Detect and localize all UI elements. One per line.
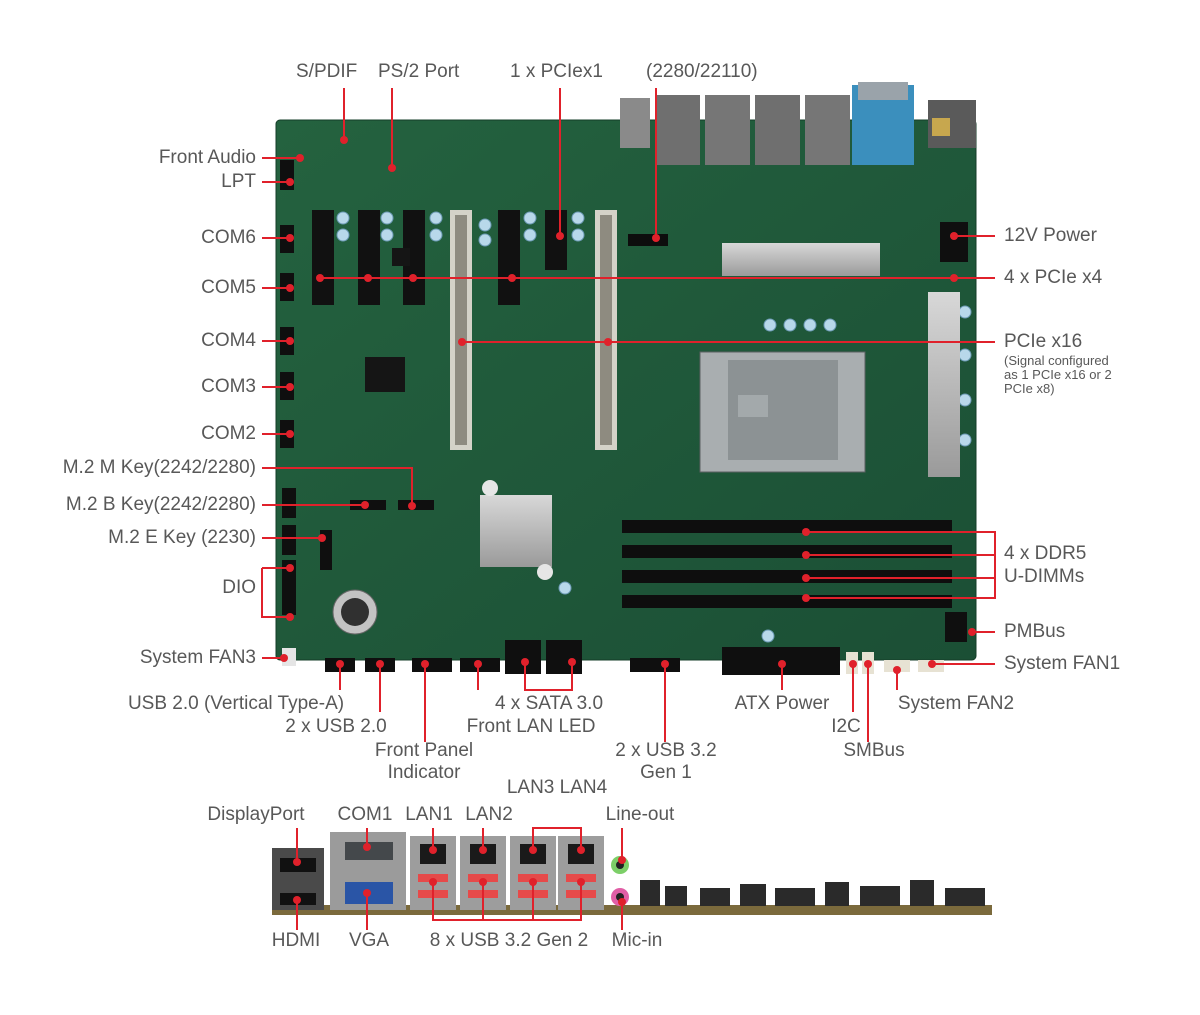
- label-spdif: S/PDIF: [296, 61, 358, 82]
- label-indicator: Indicator: [387, 762, 461, 783]
- note-pcie-x16-line1: (Signal configured: [1004, 353, 1109, 368]
- label-pciex1: 1 x PCIex1: [510, 61, 603, 82]
- label-front-panel: Front Panel: [374, 740, 474, 761]
- label-gen1: Gen 1: [640, 762, 692, 783]
- rear-io-top: [620, 82, 976, 165]
- pch-heatsink: [480, 495, 552, 567]
- label-smbus: SMBus: [843, 740, 905, 761]
- label-m2-m-key: M.2 M Key(2242/2280): [62, 457, 256, 478]
- label-ps2-port: PS/2 Port: [378, 61, 460, 82]
- pcie-x4-slots: [312, 210, 520, 305]
- pcie-x16-slots: [450, 210, 617, 450]
- label-pmbus: PMBus: [1004, 621, 1066, 642]
- label-pcie-x4: 4 x PCIe x4: [1004, 267, 1103, 288]
- callout-lines: [261, 88, 996, 930]
- label-dio: DIO: [222, 577, 256, 598]
- label-com3: COM3: [201, 376, 256, 397]
- callout-dots: [280, 136, 976, 906]
- label-usb20-vertical: USB 2.0 (Vertical Type-A): [127, 693, 345, 714]
- label-system-fan3: System FAN3: [139, 647, 256, 668]
- pcie-x1-slot: [545, 210, 567, 270]
- label-com6: COM6: [201, 227, 256, 248]
- label-displayport: DisplayPort: [207, 804, 305, 825]
- label-vga: VGA: [348, 930, 390, 951]
- note-pcie-x16-line2: as 1 PCIe x16 or 2: [1004, 367, 1112, 382]
- label-i2c: I2C: [831, 716, 861, 737]
- label-lan3-lan4: LAN3 LAN4: [506, 777, 608, 798]
- rear-io-side: [272, 832, 992, 915]
- m2-m-key-slot: [398, 500, 434, 510]
- vrm-heatsink: [928, 292, 960, 477]
- label-m2-size: (2280/22110): [646, 61, 758, 82]
- label-sata: 4 x SATA 3.0: [494, 693, 604, 714]
- label-mic-in: Mic-in: [611, 930, 663, 951]
- label-m2-e-key: M.2 E Key (2230): [108, 527, 256, 548]
- label-com5: COM5: [201, 277, 256, 298]
- label-system-fan1: System FAN1: [1004, 653, 1121, 674]
- cpu-socket: [699, 351, 866, 473]
- label-com1: COM1: [337, 804, 393, 825]
- label-line-out: Line-out: [605, 804, 675, 825]
- label-lpt: LPT: [221, 171, 256, 192]
- label-12v-power: 12V Power: [1004, 225, 1097, 246]
- label-lan2: LAN2: [465, 804, 513, 825]
- label-com2: COM2: [201, 423, 256, 444]
- label-2x-usb20: 2 x USB 2.0: [285, 716, 387, 737]
- capacitors: [336, 211, 972, 643]
- label-usb32-gen2: 8 x USB 3.2 Gen 2: [429, 930, 589, 951]
- note-pcie-x16-line3: PCIe x8): [1004, 381, 1055, 396]
- label-pcie-x16: PCIe x16: [1004, 331, 1083, 352]
- label-com4: COM4: [201, 330, 256, 351]
- label-udimms: U-DIMMs: [1004, 566, 1085, 587]
- label-atx-power: ATX Power: [734, 693, 830, 714]
- label-front-lan-led: Front LAN LED: [466, 716, 596, 737]
- label-ddr5: 4 x DDR5: [1004, 543, 1087, 564]
- label-lan1: LAN1: [405, 804, 453, 825]
- m2-slot-top: [628, 234, 668, 246]
- super-io-chip: [365, 357, 405, 392]
- label-m2-b-key: M.2 B Key(2242/2280): [65, 494, 256, 515]
- top-heatsink: [722, 243, 880, 276]
- label-hdmi: HDMI: [271, 930, 321, 951]
- label-system-fan2: System FAN2: [897, 693, 1015, 714]
- label-front-audio: Front Audio: [158, 147, 256, 168]
- label-2x-usb32: 2 x USB 3.2: [615, 740, 717, 761]
